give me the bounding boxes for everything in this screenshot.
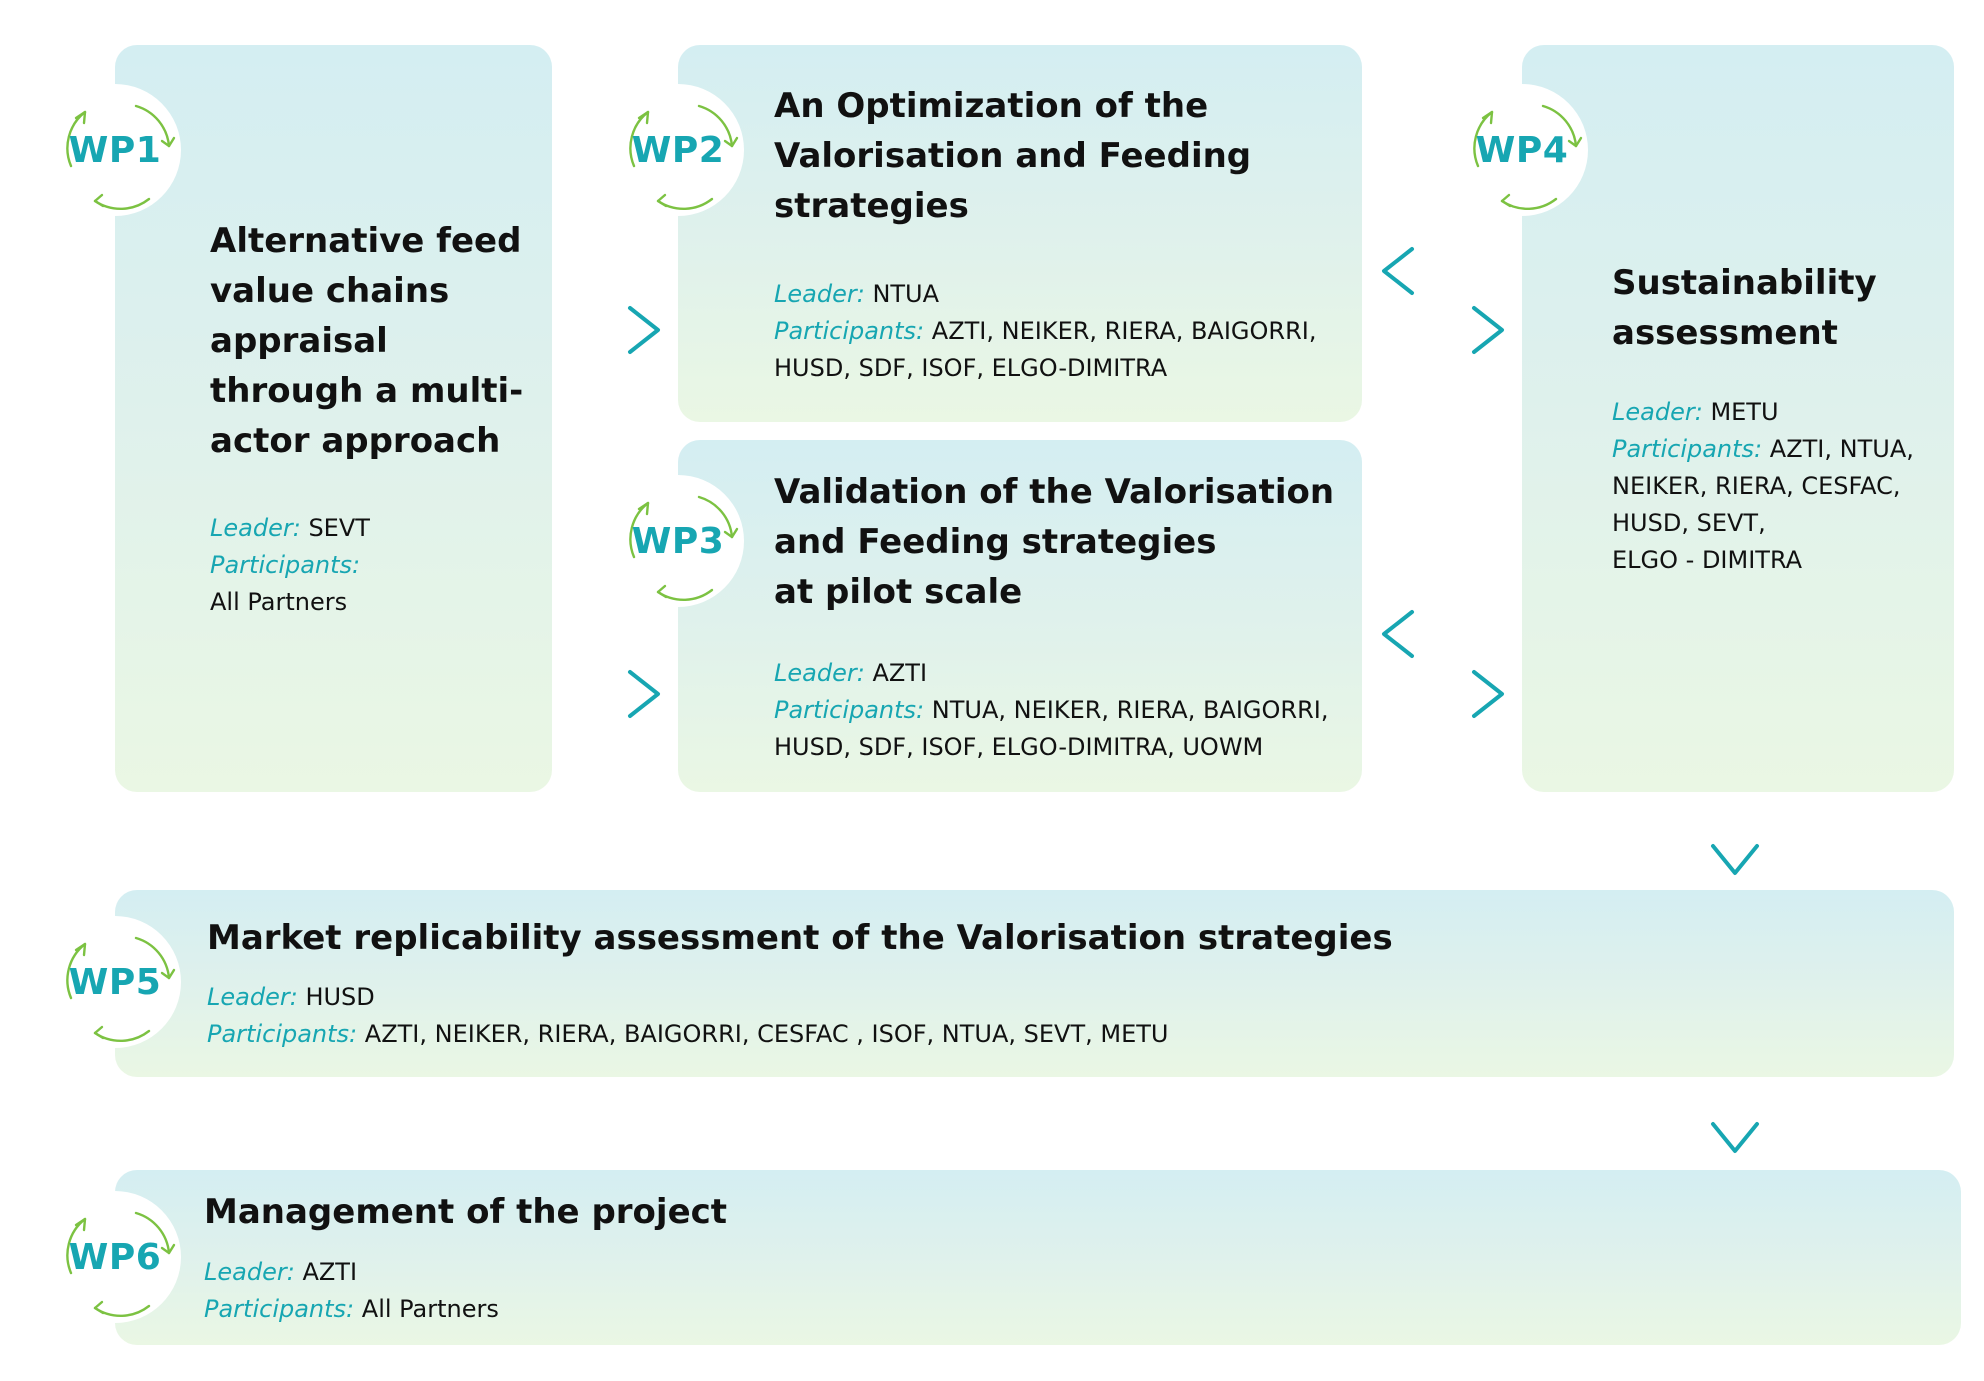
wp1-card [115,45,552,792]
wp4-title-line: assessment [1612,313,1838,353]
leader-label: Leader: [204,1258,295,1286]
wp3-title-line: at pilot scale [774,572,1023,612]
wp5-title: Market replicability assessment of the V… [207,918,1393,958]
wp3-card [678,440,1362,792]
wp5-badge: WP5 [49,916,181,1048]
participants-label: Participants: [204,1295,355,1323]
wp2-badge: WP2 [612,84,744,216]
wp2-title-line: Valorisation and Feeding [774,136,1252,176]
wp6-code: WP6 [68,1236,162,1278]
participants-label: Participants: [1612,435,1763,463]
wp4-title-line: Sustainability [1612,263,1877,303]
wp4-participants-row: Participants: AZTI, NTUA, [1612,431,1947,468]
wp5-leader: HUSD [305,983,375,1011]
wp2-leader: NTUA [872,280,940,308]
participants-label: Participants: [207,1020,358,1048]
leader-label: Leader: [774,280,865,308]
wp3-info: Leader: AZTI Participants: NTUA, NEIKER,… [774,655,1354,766]
wp3-leader-row: Leader: AZTI [774,655,1354,692]
wp2-title: An Optimization of the Valorisation and … [774,81,1334,231]
wp2-participants-row: Participants: AZTI, NEIKER, RIERA, BAIGO… [774,313,1344,350]
leader-label: Leader: [207,983,298,1011]
leader-label: Leader: [210,514,301,542]
wp4-info: Leader: METU Participants: AZTI, NTUA, N… [1612,394,1947,579]
wp4-title: Sustainability assessment [1612,258,1942,358]
wp6-title: Management of the project [204,1192,728,1232]
arrow-wp1-to-wp3 [482,670,660,718]
wp3-title-line: Validation of the Valorisation [774,472,1335,512]
arrow-wp5-to-wp6 [1711,976,1759,1153]
leader-label: Leader: [1612,398,1703,426]
wp1-badge: WP1 [49,84,181,216]
wp3-participants-cont: HUSD, SDF, ISOF, ELGO-DIMITRA, UOWM [774,733,1264,761]
wp1-title-line: appraisal [210,321,388,361]
wp1-title-line: Alternative feed [210,221,522,261]
arrow-wp1-to-wp2 [482,306,660,354]
wp4-code: WP4 [1475,129,1569,171]
wp6-leader: AZTI [302,1258,358,1286]
participants-label: Participants: [774,317,925,345]
wp3-code: WP3 [631,520,725,562]
wp3-participants: NTUA, NEIKER, RIERA, BAIGORRI, [931,696,1329,724]
arrow-wp3-to-wp4 [1324,670,1504,718]
participants-label: Participants: [210,551,361,579]
participants-label: Participants: [774,696,925,724]
wp1-info: Leader: SEVT Participants: All Partners [210,510,530,621]
wp1-title: Alternative feed value chains appraisal … [210,216,530,466]
wp2-participants: AZTI, NEIKER, RIERA, BAIGORRI, [931,317,1317,345]
wp2-info: Leader: NTUA Participants: AZTI, NEIKER,… [774,276,1344,387]
wp4-leader-row: Leader: METU [1612,394,1947,431]
wp1-title-line: actor approach [210,421,501,461]
wp1-title-line: through a multi- [210,371,524,411]
wp6-leader-row: Leader: AZTI [204,1254,1404,1291]
wp2-card [678,45,1362,422]
wp5-participants: AZTI, NEIKER, RIERA, BAIGORRI, CESFAC , … [364,1020,1169,1048]
wp2-code: WP2 [631,129,725,171]
wp3-leader: AZTI [872,659,928,687]
wp1-leader: SEVT [308,514,370,542]
wp3-title-line: and Feeding strategies [774,522,1217,562]
wp5-code: WP5 [68,961,162,1003]
wp3-title: Validation of the Valorisation and Feedi… [774,467,1344,617]
wp4-participants-cont: HUSD, SEVT, [1612,509,1766,537]
wp4-badge: WP4 [1456,84,1588,216]
arrow-wp2-to-wp4 [1324,306,1504,354]
wp5-card [115,890,1954,1077]
arrow-wp4-to-wp3 [1382,610,1562,658]
wp6-participants: All Partners [361,1295,499,1323]
wp2-leader-row: Leader: NTUA [774,276,1344,313]
arrow-wp4-to-wp2 [1382,247,1562,295]
wp6-participants-row: Participants: All Partners [204,1291,1404,1328]
wp6-badge: WP6 [49,1191,181,1323]
wp2-title-line: An Optimization of the [774,86,1209,126]
wp6-info: Leader: AZTI Participants: All Partners [204,1254,1404,1328]
wp5-info: Leader: HUSD Participants: AZTI, NEIKER,… [207,979,1707,1053]
wp4-participants-cont: ELGO - DIMITRA [1612,546,1803,574]
wp1-title-line: value chains [210,271,450,311]
arrow-wp4-to-wp5 [1711,698,1759,875]
leader-label: Leader: [774,659,865,687]
wp2-participants-cont: HUSD, SDF, ISOF, ELGO-DIMITRA [774,354,1168,382]
wp3-participants-row: Participants: NTUA, NEIKER, RIERA, BAIGO… [774,692,1354,729]
wp5-participants-row: Participants: AZTI, NEIKER, RIERA, BAIGO… [207,1016,1707,1053]
wp5-leader-row: Leader: HUSD [207,979,1707,1016]
wp4-participants-cont: NEIKER, RIERA, CESFAC, [1612,472,1901,500]
wp1-code: WP1 [68,129,162,171]
wp2-title-line: strategies [774,186,969,226]
wp1-participants: All Partners [210,588,348,616]
wp1-leader-row: Leader: SEVT [210,510,530,547]
wp3-badge: WP3 [612,475,744,607]
wp6-card [115,1170,1961,1345]
wp4-participants: AZTI, NTUA, [1769,435,1914,463]
wp4-leader: METU [1710,398,1779,426]
wp4-card [1522,45,1954,792]
